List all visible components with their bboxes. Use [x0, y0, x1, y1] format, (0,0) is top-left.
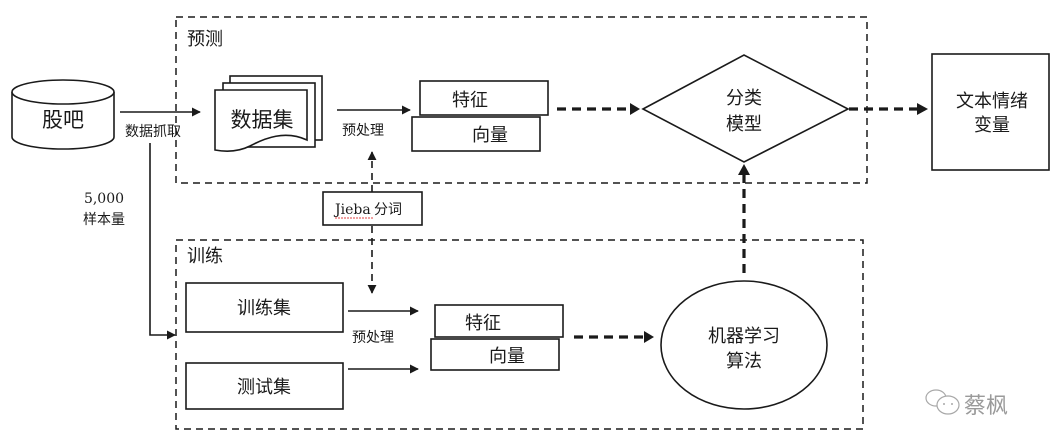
- ml-algorithm-ellipse: [660, 280, 828, 410]
- sample-branch-arrow: [149, 143, 176, 340]
- dataset-docs: 数据集: [214, 75, 323, 152]
- dataset-label: 数据集: [231, 108, 294, 132]
- train-set-label: 训练集: [237, 298, 291, 319]
- output-line2: 变量: [974, 115, 1010, 136]
- database-icon-body: [11, 92, 115, 150]
- source-label: 股吧: [42, 108, 84, 132]
- source-database: 股吧: [11, 79, 115, 150]
- predict-preprocess-label: 预处理: [342, 123, 384, 139]
- predict-feature-box: [419, 80, 549, 116]
- train-feature-box: [434, 304, 564, 338]
- tokenizer-box: [322, 191, 423, 226]
- sample-count: 5,000: [84, 191, 124, 207]
- document-icon: [214, 89, 308, 152]
- output-box: [931, 53, 1050, 171]
- train-section-title: 训练: [187, 246, 223, 267]
- train-preprocess-label: 预处理: [352, 330, 394, 346]
- predict-section-frame: [175, 16, 868, 184]
- model-line1: 分类: [726, 88, 762, 109]
- sample-label: 样本量: [83, 212, 125, 228]
- train-section-frame: [175, 239, 864, 430]
- train-feature-label: 特征: [465, 313, 501, 334]
- vector-to-algo-arrowhead: [644, 331, 654, 343]
- predict-section-title: 预测: [187, 29, 223, 50]
- model-to-output-arrowhead: [917, 103, 928, 115]
- vector-to-model-arrowhead: [630, 103, 640, 115]
- algo-to-model-arrowhead: [738, 164, 750, 175]
- predict-vector-label: 向量: [472, 125, 508, 146]
- watermark: 蔡枫: [925, 389, 1008, 419]
- predict-vector-box: [411, 116, 541, 152]
- watermark-text: 蔡枫: [964, 394, 1008, 419]
- tokenizer-label-cjk: 分词: [374, 202, 402, 218]
- classification-model-diamond: [641, 54, 850, 163]
- predict-feature-label: 特征: [452, 90, 488, 111]
- crawl-label: 数据抓取: [125, 124, 181, 140]
- model-line2: 模型: [726, 114, 762, 135]
- algo-line1: 机器学习: [708, 326, 780, 347]
- train-vector-box: [430, 338, 560, 371]
- tokenizer-label-latin: Jieba: [333, 202, 371, 218]
- wechat-icon: [925, 389, 960, 415]
- test-set-box: [185, 362, 344, 410]
- test-set-label: 测试集: [237, 377, 291, 398]
- database-icon-top: [11, 79, 115, 105]
- train-set-box: [185, 282, 344, 333]
- train-vector-label: 向量: [489, 346, 525, 367]
- algo-line2: 算法: [726, 351, 762, 372]
- output-line1: 文本情绪: [956, 91, 1028, 112]
